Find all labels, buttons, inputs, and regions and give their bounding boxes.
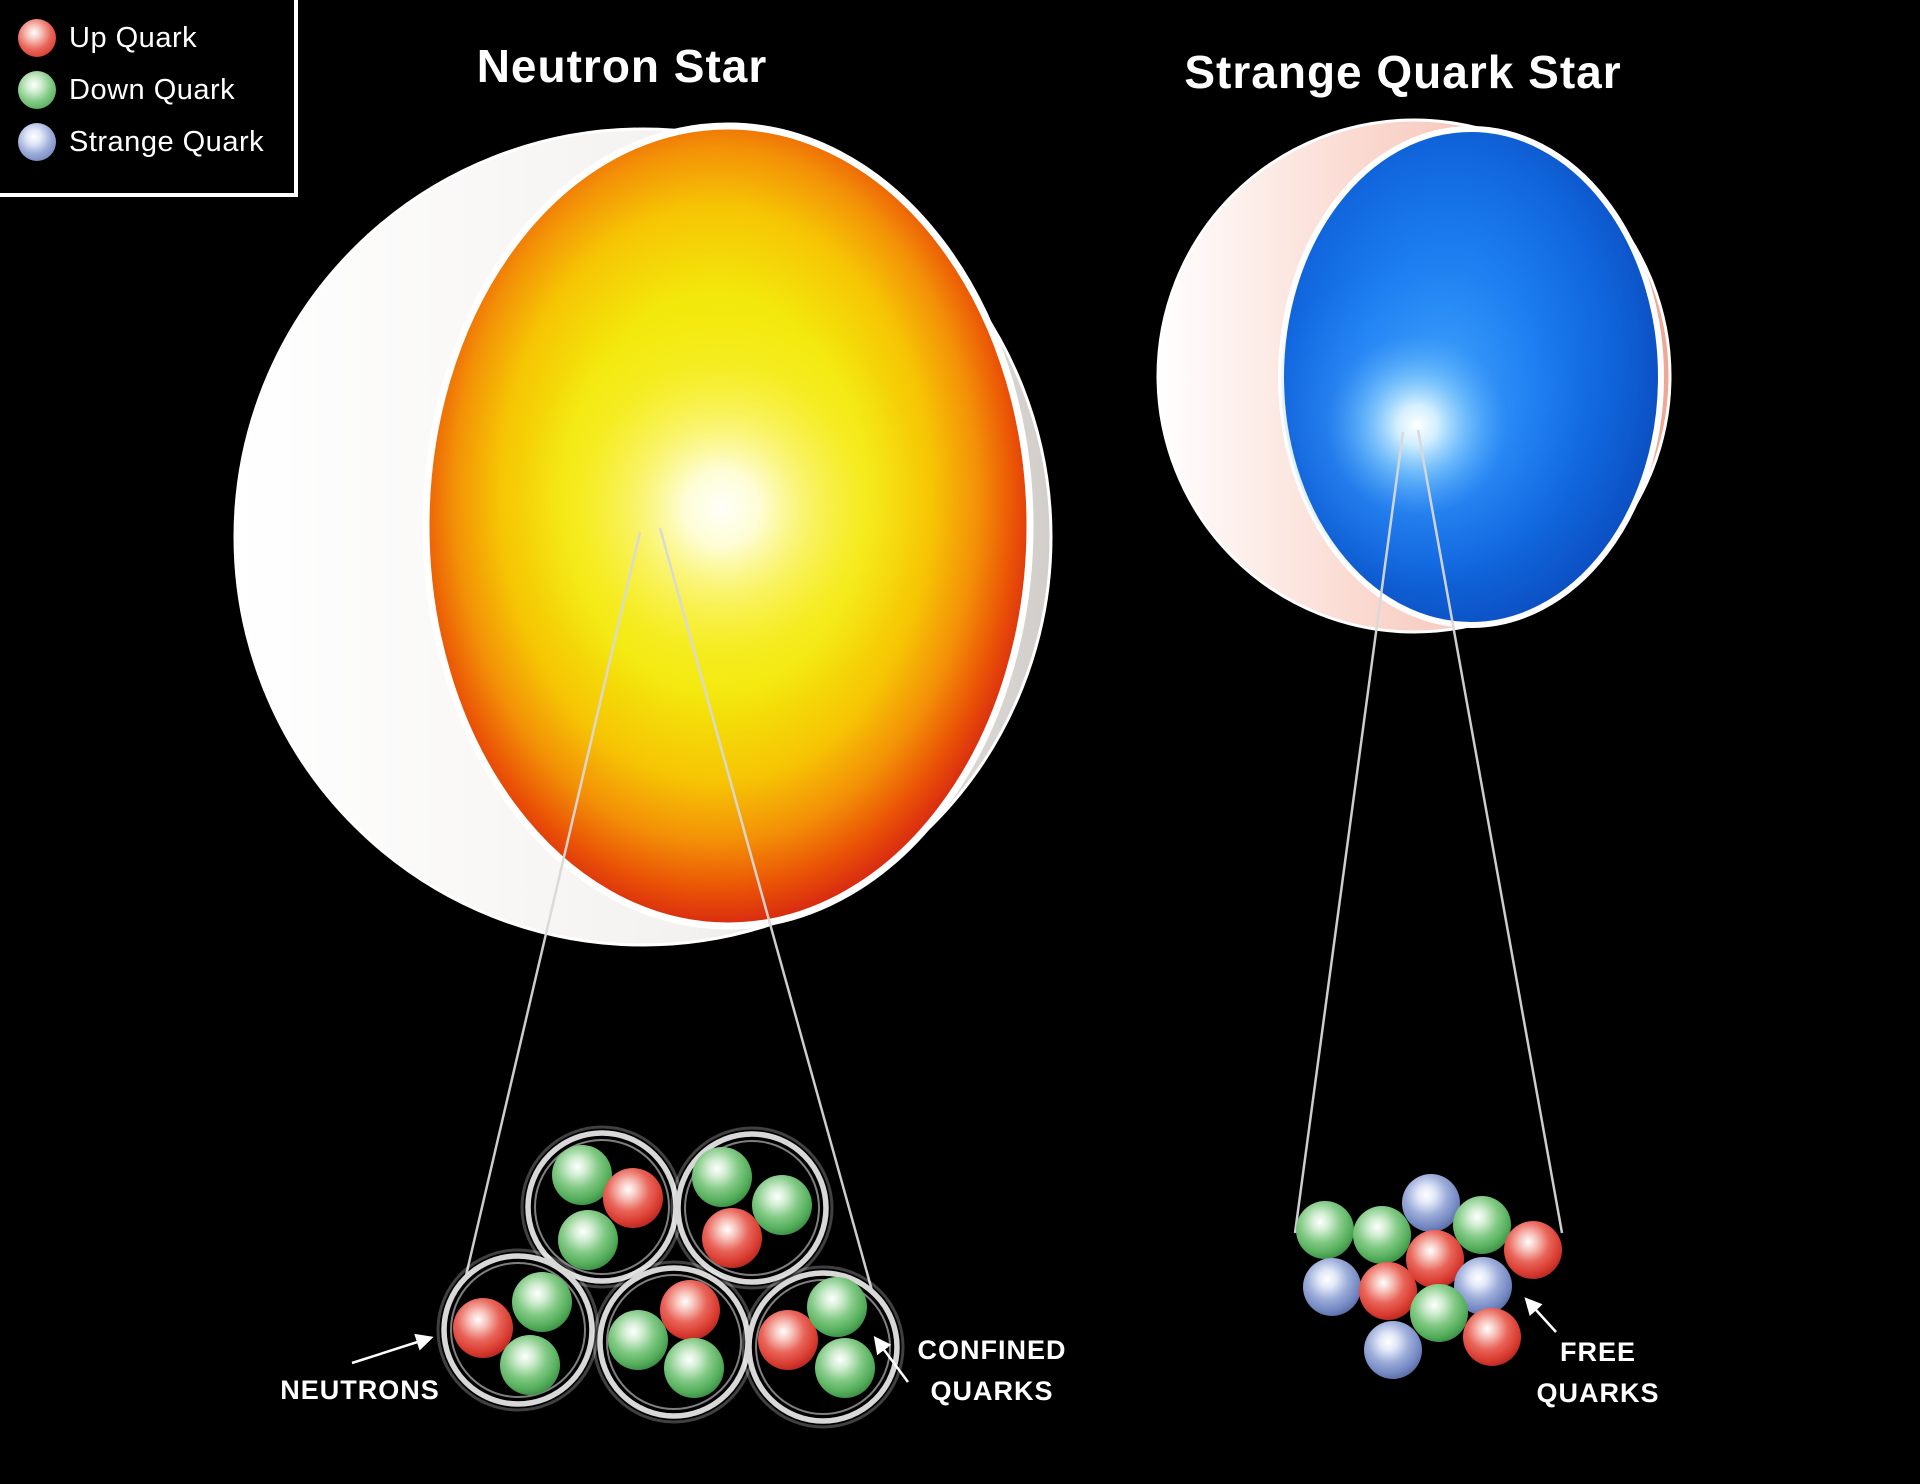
down-quark [1410, 1284, 1468, 1342]
annotation-confined-quarks: CONFINED QUARKS [917, 1335, 1067, 1406]
confined-quarks-arrow [873, 1335, 910, 1383]
up-quark [660, 1280, 720, 1340]
strange-quark [1402, 1174, 1460, 1232]
up-quark [603, 1168, 663, 1228]
down-quark [692, 1147, 752, 1207]
neutrons-arrow [351, 1333, 434, 1365]
up-quark [453, 1298, 513, 1358]
legend: Up Quark Down Quark Strange Quark [0, 0, 298, 197]
down-quark [558, 1210, 618, 1270]
up-quark [1463, 1308, 1521, 1366]
legend-label: Down Quark [69, 73, 236, 106]
zoom-funnel-line-right [1416, 429, 1564, 1234]
legend-item-up-quark: Up Quark [0, 12, 294, 64]
annotation-neutrons: NEUTRONS [280, 1375, 440, 1405]
down-quark [552, 1145, 612, 1205]
neutron-star-hotspot [517, 303, 927, 713]
down-quark [1296, 1201, 1354, 1259]
zoom-funnel-line-left [1293, 431, 1405, 1234]
down-quark [1453, 1196, 1511, 1254]
free-quarks-arrow [1524, 1297, 1557, 1333]
up-quark-icon [18, 19, 56, 57]
down-quark [815, 1338, 875, 1398]
neutron [741, 1265, 905, 1429]
neutron-star-figure [233, 122, 1053, 1345]
annotation-arrows [351, 1297, 1557, 1383]
legend-item-down-quark: Down Quark [0, 64, 294, 116]
legend-label: Strange Quark [69, 125, 265, 158]
up-quark [702, 1208, 762, 1268]
strange-quark [1454, 1257, 1512, 1315]
strange-quark-icon [18, 123, 56, 161]
down-quark [752, 1175, 812, 1235]
strange-quark [1364, 1321, 1422, 1379]
strange-quark-star-title: Strange Quark Star [1184, 46, 1622, 98]
neutrons-cluster [436, 1125, 905, 1429]
down-quark-icon [18, 71, 56, 109]
legend-label: Up Quark [69, 21, 198, 54]
strange-star-hotspot [1281, 260, 1582, 590]
legend-item-strange-quark: Strange Quark [0, 116, 294, 168]
down-quark [807, 1277, 867, 1337]
neutron [592, 1260, 756, 1424]
annotation-free-quarks: FREE QUARKS [1536, 1337, 1660, 1408]
up-quark [1504, 1221, 1562, 1279]
down-quark [1353, 1206, 1411, 1264]
down-quark [500, 1335, 560, 1395]
strange-quark-star-figure [1156, 118, 1672, 1234]
down-quark [664, 1338, 724, 1398]
down-quark [512, 1272, 572, 1332]
strange-quark [1303, 1258, 1361, 1316]
zoom-funnel-line-right [658, 527, 888, 1342]
neutron [436, 1248, 600, 1412]
neutron [670, 1126, 834, 1290]
up-quark [758, 1310, 818, 1370]
up-quark [1406, 1230, 1464, 1288]
neutron-star-title: Neutron Star [476, 40, 768, 92]
free-quarks-cluster [1296, 1174, 1562, 1379]
down-quark [608, 1310, 668, 1370]
up-quark [1359, 1262, 1417, 1320]
zoom-funnel-line-left [448, 531, 642, 1345]
